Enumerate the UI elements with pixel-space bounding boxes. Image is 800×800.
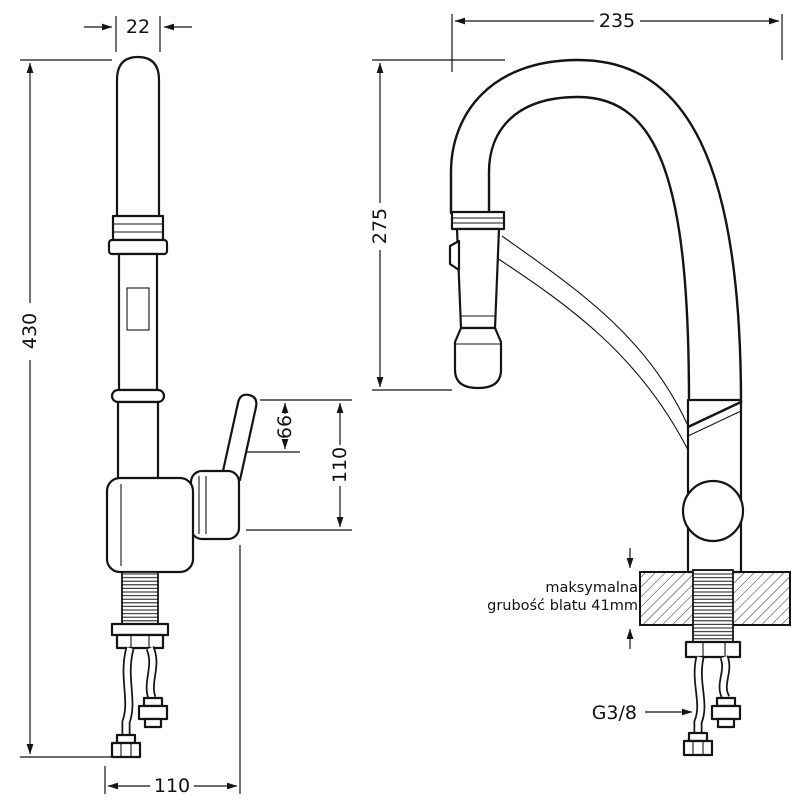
handle-joint xyxy=(189,469,241,541)
spout-flange-upper xyxy=(107,238,169,256)
faucet-front xyxy=(448,58,791,757)
dim-base-width: 110 xyxy=(104,545,241,797)
handle-lever xyxy=(219,393,258,482)
spout-collar xyxy=(111,214,165,242)
spray-head xyxy=(448,210,506,390)
note-line1: maksymalna xyxy=(545,580,638,596)
spout-tube xyxy=(115,55,161,220)
washer xyxy=(110,622,170,637)
display-window xyxy=(126,287,150,331)
spout-arc-outer xyxy=(449,58,743,405)
dim-base-110-label: 110 xyxy=(154,775,190,797)
hose-fitting-right xyxy=(142,696,164,708)
dim-width: 235 xyxy=(451,10,783,72)
spout-arc-inner xyxy=(487,95,691,405)
dim-430-label: 430 xyxy=(19,313,41,349)
countertop-note: maksymalna grubość blatu 41mm xyxy=(487,548,638,649)
dim-110-label: 110 xyxy=(329,447,351,483)
dim-275-label: 275 xyxy=(369,208,391,244)
dim-total-height: 430 xyxy=(19,59,140,758)
spray-nozzle xyxy=(453,326,503,390)
threaded-shank xyxy=(121,571,159,625)
dim-22-label: 22 xyxy=(126,16,150,38)
dim-handle-heights: 66 110 xyxy=(246,399,352,531)
hose-fitting-front-left xyxy=(687,731,709,743)
threaded-shank-front xyxy=(692,569,734,643)
base-body xyxy=(105,476,195,574)
ball-joint xyxy=(681,479,745,543)
right-view: 235 275 xyxy=(369,10,791,757)
thread-callout: G3/8 xyxy=(592,702,693,724)
dim-66-label: 66 xyxy=(274,415,296,439)
hose-fitting-front-right xyxy=(715,696,737,708)
ring-flange xyxy=(110,388,166,404)
dim-235-label: 235 xyxy=(599,10,635,32)
mounting-nut-front xyxy=(684,640,742,659)
spray-button xyxy=(448,239,461,272)
dim-height: 275 xyxy=(369,59,505,391)
note-line2: grubość blatu 41mm xyxy=(487,598,638,614)
left-view: 22 430 xyxy=(19,16,352,797)
thread-label: G3/8 xyxy=(592,702,637,724)
faucet-side xyxy=(105,55,258,759)
lower-column xyxy=(116,400,160,482)
dim-spout-width: 22 xyxy=(84,16,192,52)
pullout-hose xyxy=(501,235,690,429)
hose-fitting-left xyxy=(115,733,137,745)
mounting-nut xyxy=(115,633,165,650)
